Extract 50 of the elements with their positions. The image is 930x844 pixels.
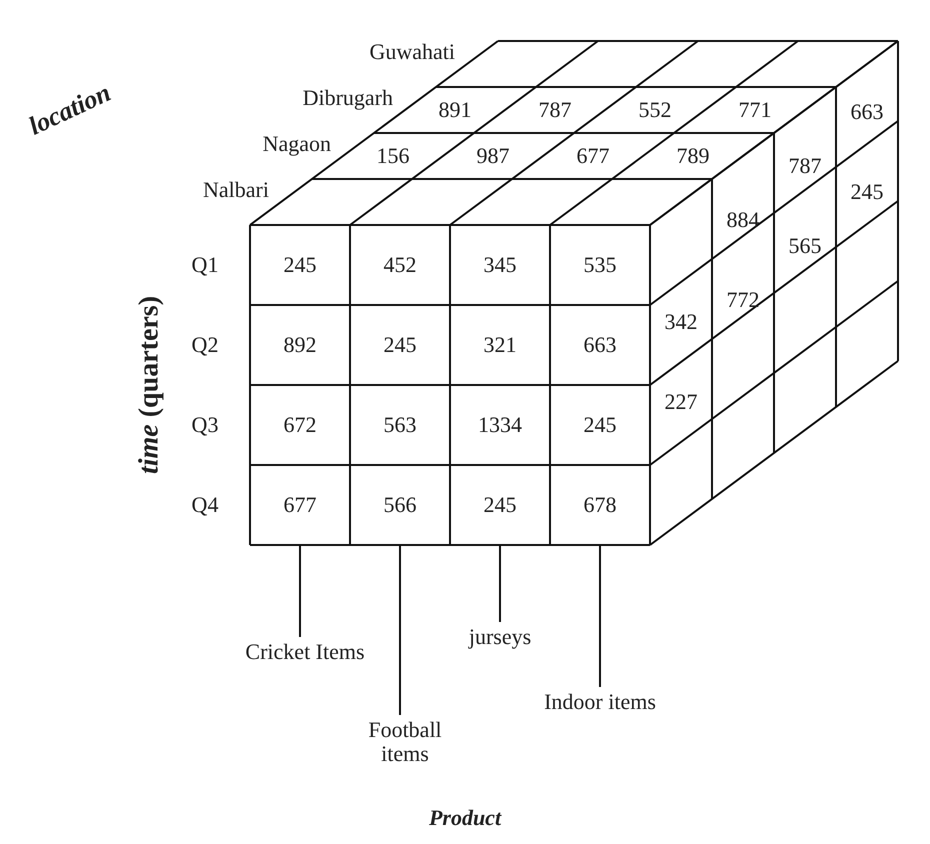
product-label: Indoor items: [540, 690, 660, 714]
cell-value: 245: [284, 252, 316, 278]
cell-value: 787: [538, 98, 572, 122]
cell-value: 891: [438, 98, 472, 122]
layer-label: Dibrugarh: [302, 86, 393, 110]
axis-title: Product: [428, 806, 502, 830]
cell-value: 245: [850, 180, 884, 204]
cell-value: 677: [576, 144, 610, 168]
cell-value: 663: [850, 100, 884, 124]
cell-value: 245: [584, 412, 616, 438]
cell-value: 771: [738, 98, 772, 122]
cell-value: 345: [484, 252, 516, 278]
cell-value: 1334: [478, 412, 522, 438]
product-label: Football items: [345, 718, 465, 766]
cell-value: 663: [584, 332, 616, 358]
cell-value: 672: [284, 412, 316, 438]
cell-value: 535: [584, 252, 616, 278]
cell-value: 677: [284, 492, 316, 518]
cell-value: 563: [384, 412, 416, 438]
layer-label: Nagaon: [262, 132, 331, 156]
cell-value: 789: [676, 144, 710, 168]
leader-line: [299, 545, 301, 637]
cell-value: 884: [726, 208, 760, 232]
layer-label: Guwahati: [369, 40, 455, 64]
cell-value: 892: [284, 332, 316, 358]
cell-value: 566: [384, 492, 416, 518]
cell-value: 245: [384, 332, 416, 358]
cell-value: 787: [788, 154, 822, 178]
layer-label: Nalbari: [203, 178, 269, 202]
cell-value: 987: [476, 144, 510, 168]
cell-value: 452: [384, 252, 416, 278]
axis-title: time (quarters): [134, 296, 166, 474]
product-label: jurseys: [440, 625, 560, 650]
row-label: Q4: [192, 492, 218, 518]
product-label: Cricket Items: [245, 640, 365, 664]
row-label: Q1: [192, 252, 218, 278]
cell-value: 227: [664, 390, 698, 414]
leader-line: [599, 545, 601, 687]
leader-line: [399, 545, 401, 715]
cell-value: 772: [726, 288, 760, 312]
cell-value: 156: [376, 144, 410, 168]
cell-value: 321: [484, 332, 516, 358]
cell-value: 245: [484, 492, 516, 518]
leader-line: [499, 545, 501, 622]
cell-value: 342: [664, 310, 698, 334]
row-label: Q2: [192, 332, 218, 358]
cell-value: 552: [638, 98, 672, 122]
cell-value: 678: [584, 492, 616, 518]
cell-value: 565: [788, 234, 822, 258]
row-label: Q3: [192, 412, 218, 438]
